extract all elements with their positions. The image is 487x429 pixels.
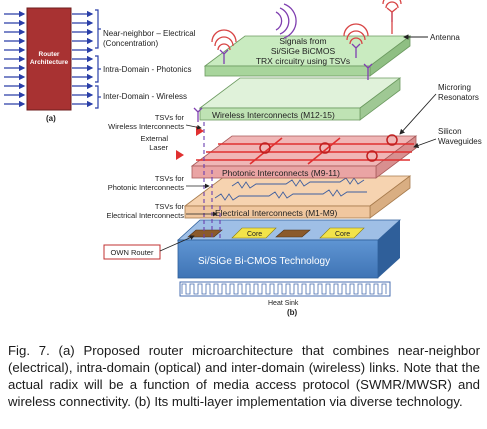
own-router-callout (103, 244, 161, 260)
signal-layer (203, 35, 412, 77)
bracket-lines (95, 9, 101, 109)
microring-label-line1: Microring (438, 83, 471, 92)
antenna-label: Antenna (430, 33, 460, 42)
bicmos-layer-label: Si/SiGe Bi-CMOS Technology (198, 256, 330, 267)
multilayer-router-figure: Router Architecture Near-neighbor – Elec… (4, 0, 482, 317)
tsv-wireless-line2: Wireless Interconnects (108, 122, 184, 131)
bracket-intra-domain-label: Intra-Domain - Photonics (103, 65, 191, 74)
waveguide-arrow (413, 138, 437, 148)
own-router-label: OWN Router (111, 248, 154, 257)
electrical-layer-label: Electrical Interconnects (M1-M9) (215, 208, 338, 218)
tsv-photonic-line1: TSVs for (155, 174, 185, 183)
figure-caption: Fig. 7. (a) Proposed router microarchite… (8, 343, 480, 409)
electrical-wires (214, 177, 367, 201)
heat-sink (179, 281, 391, 297)
tsv-electrical-line2: Electrical Interconnects (106, 211, 184, 220)
bracket-near-neighbor-sublabel: (Concentration) (103, 39, 158, 48)
panel-a: Router Architecture Near-neighbor – Elec… (4, 7, 196, 123)
bracket-inter-domain-label: Inter-Domain - Wireless (103, 92, 187, 101)
signal-layer-line1: Signals from (279, 36, 326, 46)
bicmos-layer (176, 219, 402, 279)
microring-arrow (399, 93, 437, 135)
signal-layer-line2: Si/SiGe BiCMOS (271, 46, 336, 56)
core-1-label: Core (247, 231, 262, 238)
panel-a-label: (a) (46, 114, 56, 123)
heat-sink-label: Heat Sink (268, 300, 299, 307)
core-blocks (231, 227, 365, 239)
wireless-layer (198, 77, 402, 121)
tsv-lines (203, 122, 221, 238)
router-input-arrows (4, 10, 26, 108)
tsv-wireless-arrow (185, 124, 202, 130)
waveguide-label-line1: Silicon (438, 127, 462, 136)
laser-label-line2: Laser (149, 143, 168, 152)
router-output-arrows (72, 10, 94, 108)
bracket-near-neighbor-label: Near-neighbor – Electrical (103, 29, 196, 38)
signal-layer-line3: TRX circuitry using TSVs (256, 56, 350, 66)
router-label-line2: Architecture (30, 59, 69, 66)
waveguide-label-line2: Waveguides (438, 137, 482, 146)
own-router-arrow (159, 235, 195, 252)
microring-resonators (259, 134, 398, 162)
panel-b-label: (b) (287, 308, 298, 317)
laser-label-line1: External (140, 134, 168, 143)
electrical-layer (183, 175, 412, 219)
tsv-wireless-line1: TSVs for (155, 113, 185, 122)
router-architecture-box (26, 7, 72, 111)
wireless-layer-label: Wireless Interconnects (M12-15) (212, 110, 335, 120)
core-2-label: Core (335, 231, 350, 238)
own-router-blocks (187, 229, 311, 238)
antenna-icons (193, 0, 402, 122)
microring-label-line2: Resonators (438, 93, 479, 102)
tsv-electrical-line1: TSVs for (155, 202, 185, 211)
external-laser-icons (176, 126, 204, 160)
router-label: Router (39, 51, 60, 58)
panel-b: Heat Sink (b) Si/SiGe Bi-CMOS Technology… (103, 0, 482, 317)
photonic-layer-label: Photonic Interconnects (M9-11) (222, 168, 340, 178)
tsv-photonic-line2: Photonic Interconnects (108, 183, 185, 192)
